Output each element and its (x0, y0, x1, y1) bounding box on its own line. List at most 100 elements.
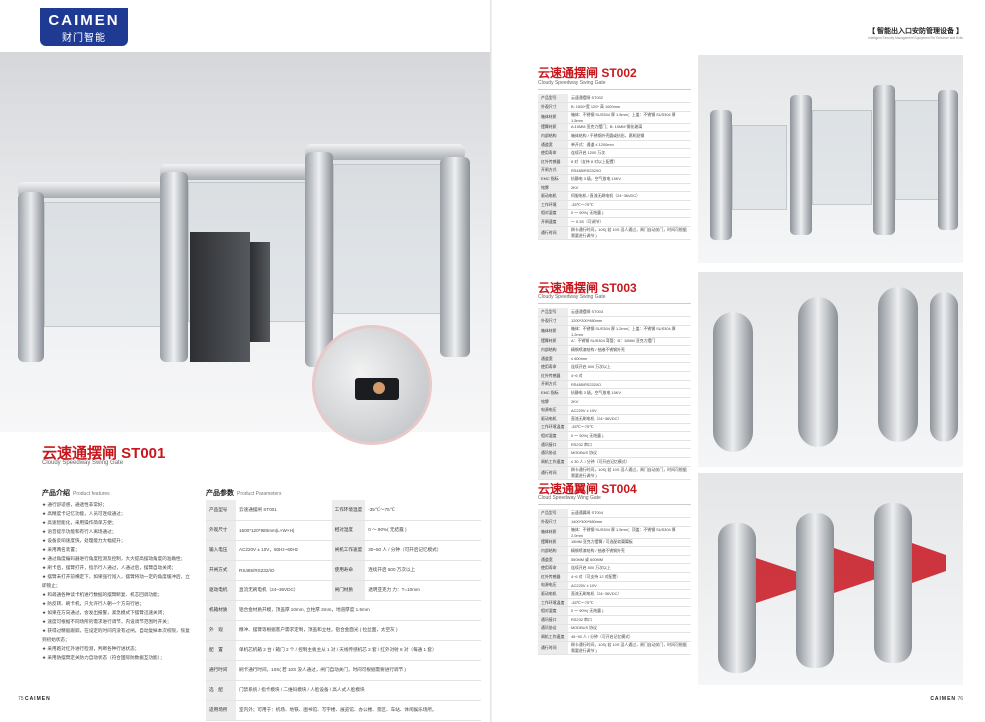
param-key: 通行时间 (538, 226, 568, 240)
feature-item: ★ 刷卡后，摆臂打开，指示行人通过，人通过后，摆臂自动关闭； (42, 565, 177, 570)
param-value: 门禁系统 / 指卡模块 / 二维码模块 / 人脸设备 / 高人式人脸模块 (236, 680, 481, 701)
gate-post-3 (305, 152, 333, 367)
intro-heading-en: Product features (73, 491, 110, 497)
param-value: -35℃～75℃ (365, 500, 481, 521)
param-key: 电源电压 (538, 581, 568, 591)
param-value: 直流无刷电机（24~36VDC） (568, 589, 691, 599)
param-value: 箱体结构 / 不锈钢外壳圆或抗形，腐机贴钢 (568, 131, 691, 141)
param-key: 摆臂材质 (538, 337, 568, 347)
param-key: 驱动电机 (538, 589, 568, 599)
param-key: 开闸方式 (206, 560, 236, 581)
param-key: 选 配 (206, 680, 236, 701)
table-row: 驱动电机直流无刷电机（24~36VDC） (538, 589, 691, 599)
param-value: 1200*200*980mm (568, 316, 691, 326)
param-value: 0 ～ 90%( 无结露 ) (568, 209, 691, 219)
param-key: 通讯协议 (538, 448, 568, 458)
param-key: 摆臂材质 (538, 538, 568, 548)
table-row: 工作环境-35℃～75℃ (538, 200, 691, 210)
param-value: 铝合金材质开模，顶盖厚 10mm, 立柱厚 3mm，地道厚度 1.5mm (236, 600, 481, 621)
st003-post-1 (713, 312, 753, 452)
footer-left: 75 CAIMEN (18, 696, 51, 702)
st004-wing-1 (756, 558, 796, 603)
param-value: RS232 串口 (568, 615, 691, 625)
param-key: 通道宽 (538, 555, 568, 565)
st004-subtitle: Cloud Speedway Wing Gate (538, 495, 601, 501)
param-value: 2KV (568, 397, 691, 407)
param-key: 闸门材质 (331, 580, 366, 601)
param-value: MODBUS 协议 (568, 448, 691, 458)
feature-item: ★ 设备反响速度快，处理能力大幅提升； (42, 538, 126, 543)
param-key: 内部结构 (538, 345, 568, 355)
param-key: 相对湿度 (538, 431, 568, 441)
feature-item: ★ 如果在方向通过，会发出报警，紧急模式下摆臂迅速关闭； (42, 610, 167, 615)
param-value: 精钢喷漆结构 / 抽液不锈钢外壳 (568, 345, 691, 355)
params-heading-cn: 产品参数 (206, 490, 234, 497)
param-value: 箱体：不锈钢 SUS304 厚 1.2mm；上盖：不锈钢 SUS304 厚 1.… (568, 325, 691, 338)
param-value: 550MM 或 600MM (568, 555, 691, 565)
feature-item: ★ 采用跑对红外进行检测，判断各种行进状态； (42, 646, 140, 651)
gate-panel-dark-1 (190, 232, 250, 362)
param-key: 相对湿度 (331, 520, 366, 541)
param-value: RS485/RS232/IO (568, 166, 691, 176)
param-key: 铭牌 (538, 397, 568, 407)
table-row: 驱动电机直流无刷电机（24~36VDC） (538, 414, 691, 424)
param-key: 工作环境 (538, 200, 568, 210)
param-key: 外观尺寸 (538, 316, 568, 326)
table-row: 使用寿命连续开启 1200 万次 (538, 148, 691, 159)
table-row: 通道宽≤ 600mm (538, 354, 691, 364)
table-row: EMC 指标抗静电 3 级，空气放电 15KV (538, 174, 691, 184)
param-key: 驱动电机 (206, 580, 236, 601)
param-value: 云速通摆闸 ST002 (568, 94, 691, 104)
param-value: ≤ 600mm (568, 354, 691, 364)
param-key: 闸机工作速度 (331, 540, 366, 561)
param-value: A:10MM 亚克力摆门；B: 10MM 钢化玻璃 (568, 123, 691, 133)
param-value: 2KV (568, 183, 691, 193)
param-key: 内部结构 (538, 131, 568, 141)
table-row: 内部结构精钢喷漆结构 / 抽液不锈钢外壳 (538, 345, 691, 355)
param-value: 30~50 人 / 分钟（可开启记忆模式） (365, 540, 481, 561)
gate-top-1 (18, 182, 168, 198)
face-icon (373, 382, 385, 394)
param-key: 通行时间 (538, 466, 568, 480)
param-key: 适用场所 (206, 700, 236, 721)
param-value: 云速通翼闸 ST004 (568, 509, 691, 519)
param-key: 产品型号 (538, 94, 568, 104)
table-row: 使用寿命连续开启 500 万次以上 (538, 563, 691, 574)
st003-divider (538, 303, 691, 304)
gate-post-1 (18, 192, 44, 362)
table-row: 产品型号云速通摆闸 ST002 (538, 94, 691, 104)
param-value: 直流无刷电机（24~36VDC） (236, 580, 332, 601)
table-row: 选 配门禁系统 / 指卡模块 / 二维码模块 / 人脸设备 / 高人式人脸模块 (206, 680, 481, 701)
param-value: 精冲、摆臂等根据客户需求定制，顶盖和立柱，铝合金面光 ( 拉丝面，太空灰 ) (236, 620, 481, 641)
table-row: 配 置单机芯机箱 2 台 / 箱门 2 个 / 控制主板主从 1 对 / 天线传… (206, 640, 481, 661)
logo-text-en: CAIMEN (48, 12, 120, 29)
table-row: 内部结构精钢喷漆结构 / 抽液不锈钢外壳 (538, 546, 691, 556)
param-key: EMC 指标 (538, 174, 568, 184)
page-number-left: 75 (18, 696, 24, 702)
brand-logo: CAIMEN 财门智能 (40, 8, 128, 46)
param-value: 连续开启 500 万次以上 (365, 560, 481, 581)
st003-post-2 (798, 297, 838, 447)
param-key: 箱体材质 (538, 526, 568, 539)
intro-heading-cn: 产品介绍 (42, 490, 70, 497)
param-key: 驱动电机 (538, 191, 568, 202)
param-key: 通道宽 (538, 140, 568, 150)
param-value: 云速通摆闸 ST001 (236, 500, 332, 521)
param-value: 室内外；可用于：机场、地铁、图书馆、写字楼、展览馆、办公楼、景区、车站、体闲娱乐… (236, 700, 481, 721)
catalog-header: 【 智能出入口安防管理设备 】 (868, 28, 963, 35)
feature-item: ★ 通过角度编码器进行角度检测及控制，大大提高摆动角度的准确性； (42, 556, 186, 561)
table-row: 适用场所室内外；可用于：机场、地铁、图书馆、写字楼、展览馆、办公楼、景区、车站、… (206, 700, 481, 721)
param-value: 连续开启 1200 万次 (568, 148, 691, 159)
param-key: 电源电压 (538, 405, 568, 416)
param-key: 产品型号 (538, 308, 568, 318)
table-row: 箱体材质箱体：不锈钢 SUS304 厚 1.5mm；顶盖：不锈钢 SUS304 … (538, 526, 691, 539)
param-key: 通道宽 (538, 354, 568, 364)
param-value: 抗静电 3 级，空气放电 15KV (568, 174, 691, 184)
